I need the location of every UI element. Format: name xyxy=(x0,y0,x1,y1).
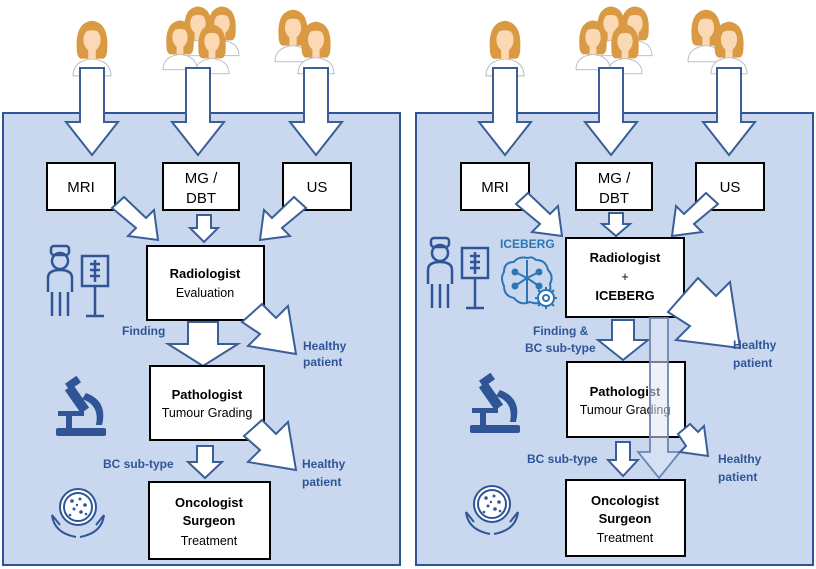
surgeon-title: Surgeon xyxy=(183,513,236,528)
arrow-diag xyxy=(258,195,308,242)
radiologist-title: Radiologist xyxy=(170,266,241,281)
arrow-diag xyxy=(514,191,564,238)
patient-label: patient xyxy=(718,470,757,484)
iceberg-tool: ICEBERG xyxy=(595,288,654,303)
radiologist-icon xyxy=(46,244,110,318)
arrow-down xyxy=(476,67,534,157)
arrow-bc-subtype xyxy=(185,445,225,480)
healthy-label: Healthy xyxy=(718,452,762,466)
pathologist-title: Pathologist xyxy=(172,387,243,402)
patient-label: patient xyxy=(733,356,772,370)
radiologist-sub: Evaluation xyxy=(176,286,234,300)
bc-subtype-label: BC sub-type xyxy=(525,341,596,355)
oncologist-box xyxy=(148,481,271,560)
us-label: US xyxy=(307,179,328,196)
us-box xyxy=(282,162,352,211)
treatment-sub: Treatment xyxy=(597,531,654,545)
arrow-down xyxy=(63,67,121,157)
brain-ai-icon xyxy=(501,256,557,309)
mri-label: MRI xyxy=(481,179,509,196)
mri-label: MRI xyxy=(67,179,95,196)
radiologist-title: Radiologist xyxy=(590,250,661,265)
arrow-finding xyxy=(595,319,651,362)
iceberg-label: ICEBERG xyxy=(500,237,555,251)
oncologist-box xyxy=(565,479,686,557)
oncologist-title: Oncologist xyxy=(591,493,660,508)
treatment-sub: Treatment xyxy=(181,534,238,548)
finding-label: Finding & xyxy=(533,324,589,338)
oncologist-title: Oncologist xyxy=(175,495,244,510)
pathologist-sub: Tumour Grading xyxy=(162,406,253,420)
petri-dish-hands-icon xyxy=(51,488,105,538)
surgeon-title: Surgeon xyxy=(599,511,652,526)
arrow-healthy xyxy=(240,302,298,356)
plus-sign: + xyxy=(621,270,628,284)
arrow-diag xyxy=(110,195,160,242)
petri-dish-hands-icon xyxy=(465,485,519,535)
radiologist-icon xyxy=(426,236,490,310)
healthy-label: Healthy xyxy=(303,339,347,353)
arrow-diag xyxy=(670,191,720,238)
arrow-down xyxy=(700,67,758,157)
finding-label: Finding xyxy=(122,324,165,338)
mg-label: MG / xyxy=(598,170,631,187)
arrow-down xyxy=(582,67,640,157)
mg-label: MG / xyxy=(185,170,218,187)
arrow-down xyxy=(287,67,345,157)
arrow-bc-subtype xyxy=(605,441,641,478)
pathologist-title: Pathologist xyxy=(590,384,661,399)
arrow-down-small xyxy=(599,212,633,238)
dbt-label: DBT xyxy=(186,190,216,207)
microscope-icon xyxy=(470,372,520,433)
pathologist-sub: Tumour Grading xyxy=(580,403,671,417)
arrow-finding xyxy=(164,321,242,368)
arrow-healthy xyxy=(242,418,298,472)
pathologist-box xyxy=(149,365,265,441)
mri-box xyxy=(46,162,116,211)
arrow-bypass xyxy=(636,317,682,480)
arrow-down xyxy=(169,67,227,157)
dbt-label: DBT xyxy=(599,190,629,207)
healthy-label: Healthy xyxy=(302,457,346,471)
radiologist-box xyxy=(146,245,265,321)
arrow-healthy xyxy=(666,276,742,350)
bc-subtype-label: BC sub-type xyxy=(527,452,598,466)
radiologist-iceberg-box xyxy=(565,237,685,318)
mg-dbt-box xyxy=(162,162,240,211)
mg-dbt-box xyxy=(575,162,653,211)
arrow-healthy xyxy=(676,422,710,458)
healthy-label: Healthy xyxy=(733,338,777,352)
microscope-icon xyxy=(56,375,106,436)
patient-label: patient xyxy=(302,475,341,489)
arrow-down-small xyxy=(187,214,221,244)
patient-label: patient xyxy=(303,355,342,369)
bc-subtype-label: BC sub-type xyxy=(103,457,174,471)
us-label: US xyxy=(720,179,741,196)
